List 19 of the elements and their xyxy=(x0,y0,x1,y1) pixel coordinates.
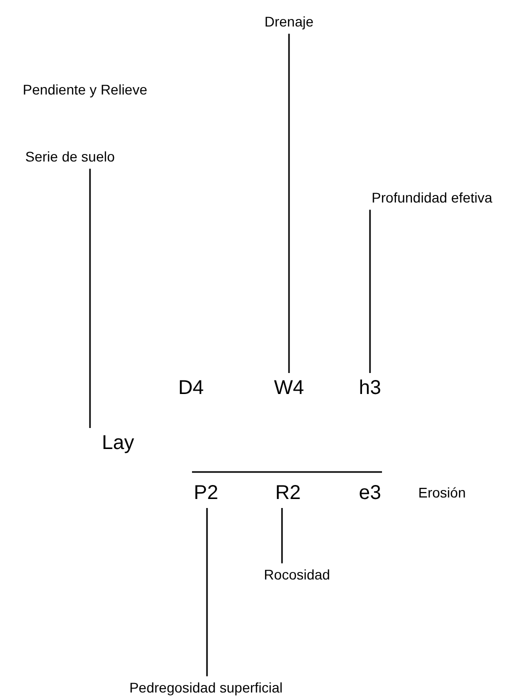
leader-line xyxy=(288,34,290,373)
field-label: Pedregosidad superficial xyxy=(127,676,285,700)
code-text: W4 xyxy=(272,373,306,403)
leader-line xyxy=(369,210,371,373)
field-label: Erosión xyxy=(418,485,466,501)
code-text: R2 xyxy=(273,478,303,508)
code-text: Lay xyxy=(100,428,136,458)
field-label: Serie de suelo xyxy=(23,145,117,169)
code-text: h3 xyxy=(356,373,384,403)
field-label: Pendiente y Relieve xyxy=(22,82,148,98)
field-label: Profundidad efetiva xyxy=(370,186,494,210)
field-label: Drenaje xyxy=(262,10,316,34)
field-label: Rocosidad xyxy=(262,563,332,587)
leader-line xyxy=(89,168,91,428)
code-text: D4 xyxy=(176,373,206,403)
code-text: e3 xyxy=(356,478,384,508)
leader-line xyxy=(281,508,283,564)
leader-line xyxy=(206,508,208,676)
code-text: P2 xyxy=(192,478,220,508)
